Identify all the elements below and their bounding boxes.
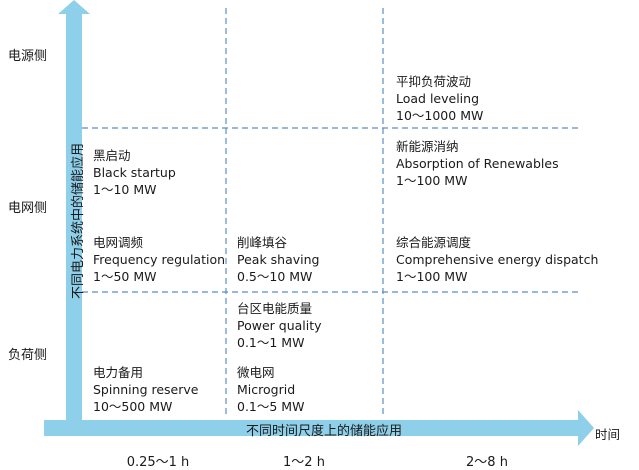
- app-peak-shaving: 削峰填谷 Peak shaving 0.5～10 MW: [237, 234, 319, 285]
- app-load-leveling: 平抑负荷波动 Load leveling 10～1000 MW: [396, 73, 483, 124]
- app-energy-dispatch: 综合能源调度 Comprehensive energy dispatch 1～1…: [396, 234, 598, 285]
- app-en: Absorption of Renewables: [396, 156, 559, 171]
- app-zh: 削峰填谷: [237, 235, 288, 250]
- app-en: Spinning reserve: [93, 382, 199, 397]
- app-zh: 综合能源调度: [396, 235, 472, 250]
- app-black-startup: 黑启动 Black startup 1～10 MW: [93, 147, 176, 198]
- app-zh: 平抑负荷波动: [396, 74, 472, 89]
- app-zh: 台区电能质量: [237, 301, 313, 316]
- app-range: 1～100 MW: [396, 173, 468, 188]
- side-label-source: 电源侧: [8, 49, 48, 64]
- app-en: Power quality: [237, 318, 322, 333]
- app-en: Comprehensive energy dispatch: [396, 252, 599, 267]
- app-spinning-reserve: 电力备用 Spinning reserve 10～500 MW: [93, 364, 198, 415]
- app-range: 10～500 MW: [93, 399, 173, 414]
- app-en: Microgrid: [237, 382, 296, 397]
- app-zh: 黑启动: [93, 148, 131, 163]
- app-microgrid: 微电网 Microgrid 0.1～5 MW: [237, 364, 304, 415]
- x-tick-3: 2～8 h: [466, 455, 508, 470]
- app-range: 0.1～1 MW: [237, 335, 305, 350]
- app-range: 1～100 MW: [396, 269, 468, 284]
- app-power-quality: 台区电能质量 Power quality 0.1～1 MW: [237, 300, 322, 351]
- app-range: 10～1000 MW: [396, 108, 484, 123]
- side-label-load: 负荷侧: [8, 348, 48, 363]
- x-axis-arrow: [44, 410, 594, 446]
- app-frequency-regulation: 电网调频 Frequency regulation 1～50 MW: [93, 234, 225, 285]
- app-range: 0.1～5 MW: [237, 399, 305, 414]
- app-zh: 电力备用: [93, 365, 144, 380]
- app-range: 0.5～10 MW: [237, 269, 313, 284]
- x-axis-end-label: 时间: [595, 427, 621, 442]
- app-range: 1～10 MW: [93, 182, 157, 197]
- x-tick-1: 0.25～1 h: [126, 455, 190, 470]
- side-label-grid: 电网侧: [8, 201, 48, 216]
- app-range: 1～50 MW: [93, 269, 157, 284]
- y-axis-title: 不同电力系统中的储能应用: [71, 142, 86, 299]
- app-en: Peak shaving: [237, 252, 320, 267]
- x-axis-title: 不同时间尺度上的储能应用: [246, 424, 403, 439]
- x-tick-2: 1～2 h: [283, 455, 325, 470]
- app-renewables: 新能源消纳 Absorption of Renewables 1～100 MW: [396, 138, 559, 189]
- y-axis-arrow: [58, 0, 90, 420]
- app-en: Black startup: [93, 165, 176, 180]
- app-zh: 新能源消纳: [396, 139, 459, 154]
- app-zh: 电网调频: [93, 235, 144, 250]
- app-en: Frequency regulation: [93, 252, 226, 267]
- app-en: Load leveling: [396, 91, 480, 106]
- app-zh: 微电网: [237, 365, 275, 380]
